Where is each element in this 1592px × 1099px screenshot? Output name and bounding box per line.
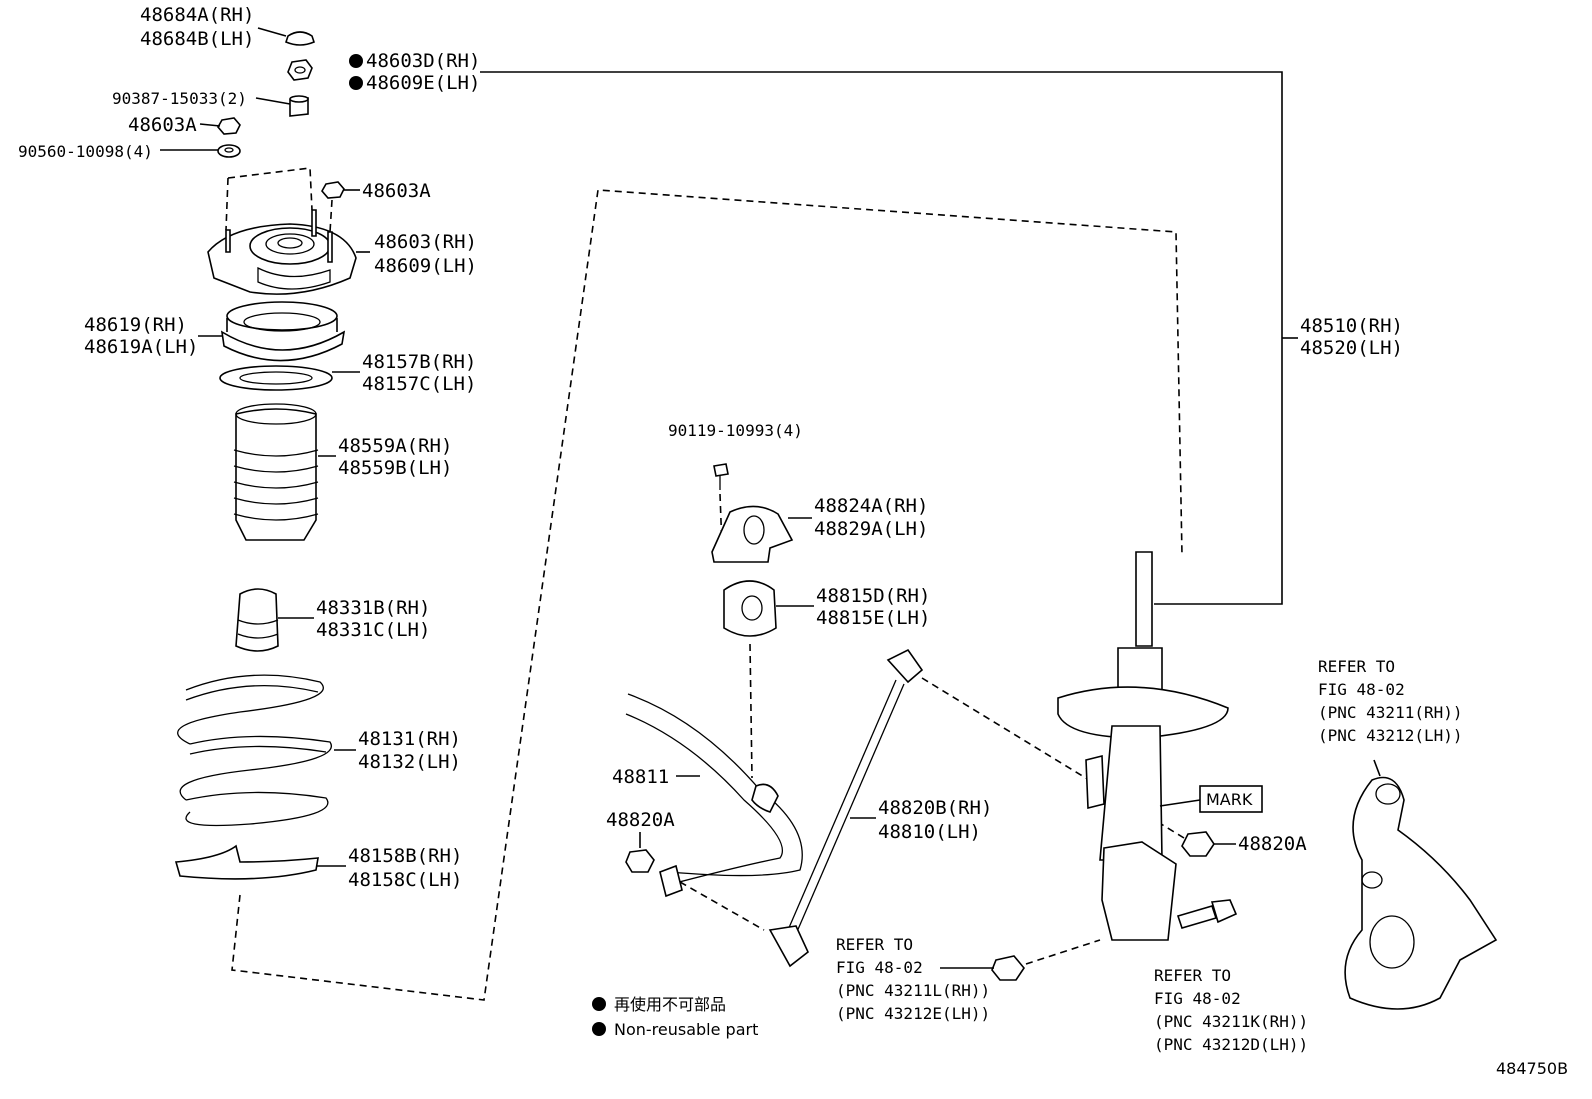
- refer-knuckle-line4: (PNC 43212(LH)): [1318, 726, 1463, 745]
- refer-nut-line2: FIG 48-02: [836, 958, 923, 977]
- label-48684b: 48684B(LH): [140, 28, 254, 50]
- label-48131: 48131(RH): [358, 728, 461, 750]
- refer-nut-line1: REFER TO: [836, 935, 913, 954]
- label-48824a: 48824A(RH): [814, 495, 928, 517]
- stabilizer-bar-48811-part: [625, 693, 803, 898]
- label-48520: 48520(LH): [1300, 337, 1403, 359]
- bracket-48824a-part: [711, 505, 794, 563]
- insulator-48157-part: [219, 365, 333, 391]
- nut-48820a-left-part: [625, 849, 655, 873]
- label-48158c: 48158C(LH): [348, 869, 462, 891]
- label-90560: 90560-10098(4): [18, 142, 153, 161]
- upper-seat-48619-part: [220, 301, 346, 362]
- bumper-48331-part: [235, 588, 279, 652]
- label-48603a-top: 48603A: [128, 114, 197, 136]
- legend: 再使用不可部品 Non-reusable part: [592, 995, 758, 1039]
- nut-48603a-mid-part: [321, 181, 345, 233]
- label-48603d: 48603D(RH): [366, 50, 480, 72]
- label-48158b: 48158B(RH): [348, 845, 462, 867]
- bolt-90119-part: [713, 463, 729, 549]
- label-48157c: 48157C(LH): [362, 373, 476, 395]
- refer-bolt-line2: FIG 48-02: [1154, 989, 1241, 1008]
- non-reusable-dot: [349, 76, 363, 90]
- legend-dot-jp: [592, 997, 606, 1011]
- label-48603a-mid: 48603A: [362, 180, 431, 202]
- legend-text-jp: 再使用不可部品: [614, 995, 726, 1014]
- legend-text-en: Non-reusable part: [614, 1020, 758, 1039]
- nut-48603a-top-part: [217, 117, 241, 135]
- label-48811: 48811: [612, 766, 669, 788]
- non-reusable-dot: [349, 54, 363, 68]
- coil-spring-48131-part: [177, 674, 332, 827]
- legend-dot-en: [592, 1022, 606, 1036]
- mark-label: MARK: [1206, 790, 1253, 809]
- washer-90560-part: [217, 144, 241, 158]
- label-48815e: 48815E(LH): [816, 607, 930, 629]
- nut-48603d-part: [287, 59, 313, 81]
- mark-callout: MARK: [1159, 785, 1263, 813]
- collar-90387-part: [289, 95, 309, 117]
- label-48609e: 48609E(LH): [366, 72, 480, 94]
- label-48609: 48609(LH): [374, 255, 477, 277]
- cap-48684-part: [285, 31, 315, 46]
- strut-mount-48603-part: [207, 209, 357, 295]
- refer-knuckle-line2: FIG 48-02: [1318, 680, 1405, 699]
- label-48510: 48510(RH): [1300, 315, 1403, 337]
- label-48157b: 48157B(RH): [362, 351, 476, 373]
- label-48820b: 48820B(RH): [878, 797, 992, 819]
- refer-nut-line3: (PNC 43211L(RH)): [836, 981, 990, 1000]
- label-48820a-right: 48820A: [1238, 833, 1307, 855]
- steering-knuckle-part: [1344, 776, 1498, 1010]
- diagram-id: 484750B: [1496, 1059, 1568, 1078]
- label-48132: 48132(LH): [358, 751, 461, 773]
- strut-48510-part: [1057, 551, 1229, 941]
- label-48331c: 48331C(LH): [316, 619, 430, 641]
- nut-43211l-part: [991, 939, 1101, 981]
- refer-knuckle-line1: REFER TO: [1318, 657, 1395, 676]
- label-48603: 48603(RH): [374, 231, 477, 253]
- label-48829a: 48829A(LH): [814, 518, 928, 540]
- refer-knuckle-line3: (PNC 43211(RH)): [1318, 703, 1463, 722]
- nut-48820a-right-part: [1181, 831, 1215, 857]
- label-48684a: 48684A(RH): [140, 4, 254, 26]
- label-48619: 48619(RH): [84, 314, 187, 336]
- bolt-43211k-part: [1176, 899, 1238, 929]
- label-48815d: 48815D(RH): [816, 585, 930, 607]
- label-48810: 48810(LH): [878, 821, 981, 843]
- label-48820a-left: 48820A: [606, 809, 675, 831]
- refer-bolt-line3: (PNC 43211K(RH)): [1154, 1012, 1308, 1031]
- boot-48559-part: [233, 403, 319, 541]
- label-48559b: 48559B(LH): [338, 457, 452, 479]
- bushing-48815d-part: [723, 580, 777, 779]
- label-48331b: 48331B(RH): [316, 597, 430, 619]
- label-48619a: 48619A(LH): [84, 336, 198, 358]
- label-90119: 90119-10993(4): [668, 421, 803, 440]
- label-90387: 90387-15033(2): [112, 89, 247, 108]
- label-48559a: 48559A(RH): [338, 435, 452, 457]
- lower-insulator-48158-part: [174, 844, 319, 880]
- refer-bolt-line4: (PNC 43212D(LH)): [1154, 1035, 1308, 1054]
- refer-nut-line4: (PNC 43212E(LH)): [836, 1004, 990, 1023]
- refer-bolt-line1: REFER TO: [1154, 966, 1231, 985]
